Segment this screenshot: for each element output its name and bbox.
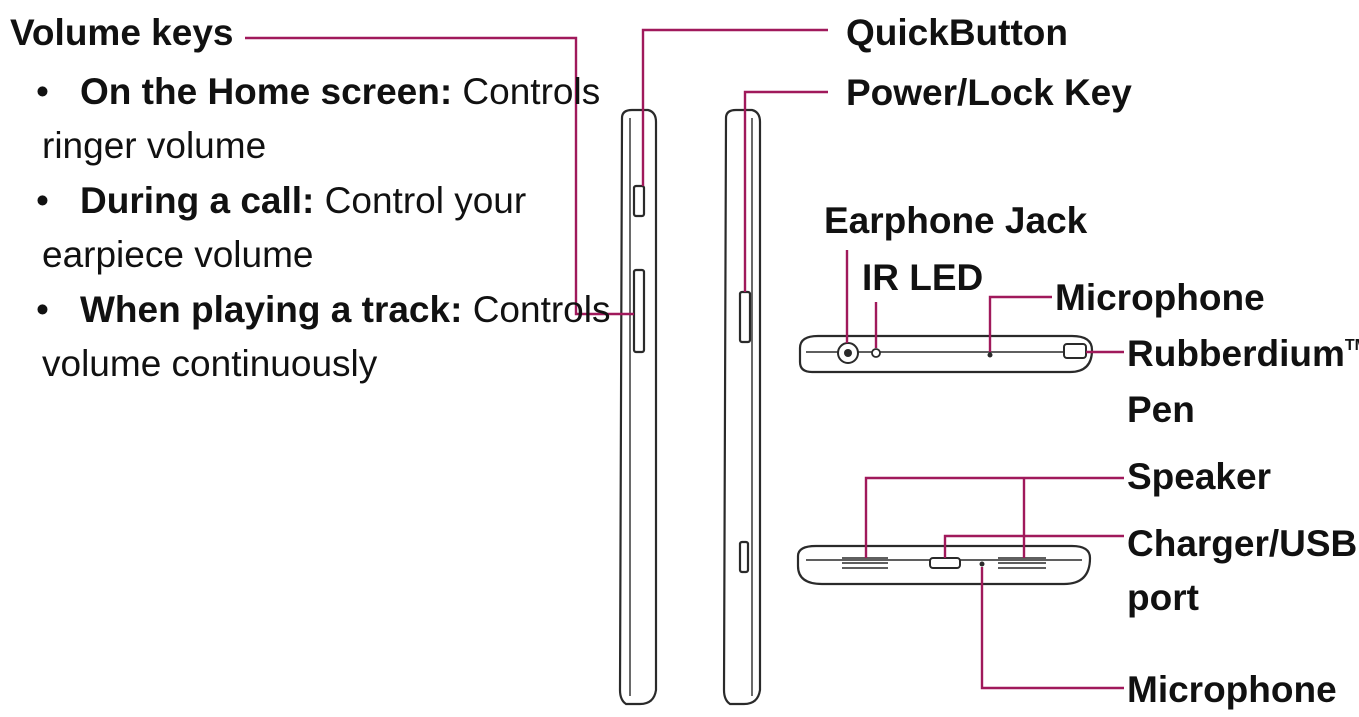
label-rubberdium-pen-line2: Pen — [1127, 389, 1195, 430]
phone-left-side-view — [618, 108, 658, 706]
leader-speaker — [864, 476, 1124, 558]
leader-lines — [245, 28, 1124, 690]
label-microphone-top: Microphone — [1055, 277, 1265, 318]
side-slot — [738, 540, 750, 574]
bullet-during-call-line1: •During a call: Control your — [36, 180, 526, 221]
label-ir-led: IR LED — [862, 257, 983, 298]
phone-bottom-edge-view — [796, 544, 1092, 586]
leader-quickbutton — [641, 28, 828, 186]
label-microphone-bottom: Microphone — [1127, 669, 1337, 710]
bullet-playing-track-line2: volume continuously — [42, 343, 378, 384]
bullet-home-screen-line2: ringer volume — [42, 125, 266, 166]
label-charger-usb-line2: port — [1127, 577, 1199, 618]
power-lock-key — [738, 290, 752, 344]
label-power-lock-key: Power/Lock Key — [846, 72, 1132, 113]
top-microphone-hole — [987, 352, 993, 358]
usb-port — [929, 557, 961, 569]
quickbutton-key — [632, 184, 646, 218]
bullet-during-call-line2: earpiece volume — [42, 234, 313, 275]
label-quickbutton: QuickButton — [846, 12, 1068, 53]
volume-keys-section: Volume keys •On the Home screen: Control… — [10, 12, 610, 384]
label-charger-usb-line1: Charger/USB — [1127, 523, 1357, 564]
phone-right-side-view — [722, 108, 762, 706]
phone-top-edge-view — [798, 334, 1094, 374]
leader-charger-usb — [943, 534, 1124, 558]
leader-power-lock — [743, 90, 828, 292]
label-speaker: Speaker — [1127, 456, 1271, 497]
speaker-grille-right — [998, 557, 1046, 569]
stylus-slot — [1063, 343, 1087, 359]
volume-keys-title: Volume keys — [10, 12, 233, 53]
leader-microphone-bottom — [980, 567, 1124, 690]
bullet-home-screen-line1: •On the Home screen: Controls — [36, 71, 600, 112]
label-earphone-jack: Earphone Jack — [824, 200, 1088, 241]
bullet-playing-track-line1: •When playing a track: Controls — [36, 289, 610, 330]
volume-key-rocker — [632, 268, 646, 354]
leader-volume-keys — [245, 36, 634, 316]
label-rubberdium-pen-line1: RubberdiumTM — [1127, 333, 1359, 374]
bottom-microphone-hole — [979, 561, 985, 567]
ir-led-dot — [871, 348, 881, 358]
leader-microphone-top — [988, 295, 1052, 352]
